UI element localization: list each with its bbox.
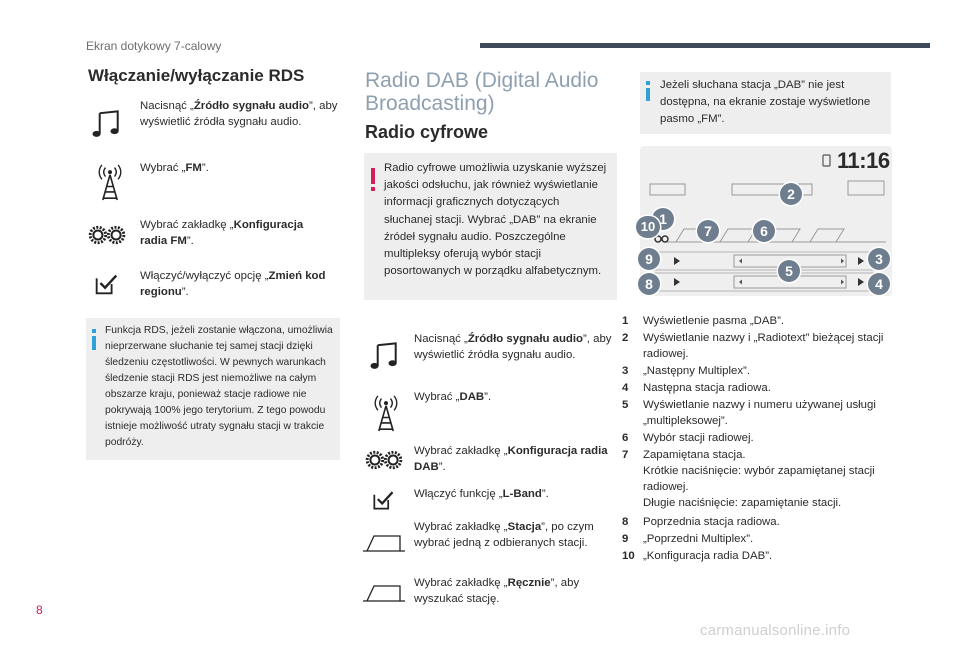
info-icon-bar xyxy=(646,88,650,101)
rds-step-4: Włączyć/wyłączyć opcję „Zmień kod region… xyxy=(140,270,326,298)
settings-gears-icon xyxy=(87,221,127,249)
callout-2: 2 xyxy=(780,183,802,205)
dab-warning-box xyxy=(364,153,617,300)
callout-7: 7 xyxy=(697,220,719,242)
callout-10: 10 xyxy=(636,216,660,238)
dab-step-3: Wybrać zakładkę „Konfiguracja radia DAB”… xyxy=(414,445,608,473)
rds-step-1: Nacisnąć „Źródło sygnału audio”, aby wyś… xyxy=(140,100,338,128)
screen-clock: 11:16 xyxy=(837,148,890,173)
warning-icon xyxy=(371,168,375,184)
radio-antenna-icon xyxy=(368,393,404,433)
music-note-icon xyxy=(88,106,124,142)
callout-8: 8 xyxy=(638,273,660,295)
settings-gears-icon xyxy=(364,446,404,474)
rds-step-3: Wybrać zakładkę „Konfiguracja radia FM”. xyxy=(140,219,304,247)
dab-step-4: Włączyć funkcję „L-Band”. xyxy=(414,488,549,500)
dab-title: Radio DAB (Digital Audio Broadcasting) xyxy=(365,69,599,115)
page-number: 8 xyxy=(36,603,43,617)
tab-icon xyxy=(362,533,406,553)
checkbox-icon xyxy=(370,487,396,513)
rds-title: Włączanie/wyłączanie RDS xyxy=(88,66,305,85)
info-icon xyxy=(646,81,650,85)
tab-icon xyxy=(362,583,406,603)
callout-9: 9 xyxy=(638,248,660,270)
rds-info-box xyxy=(86,318,340,460)
rds-step-2: Wybrać „FM”. xyxy=(140,162,209,174)
info-icon xyxy=(92,329,96,333)
col3-info-text: Jeżeli słuchana stacja „DAB” nie jest do… xyxy=(660,79,871,125)
warning-icon-dot xyxy=(371,187,375,191)
info-icon-bar xyxy=(92,336,96,350)
header-bar xyxy=(480,43,930,48)
dab-subtitle: Radio cyfrowe xyxy=(365,122,489,142)
music-note-icon xyxy=(366,338,402,374)
radio-antenna-icon xyxy=(92,162,128,202)
dab-step-2: Wybrać „DAB”. xyxy=(414,391,492,403)
dab-step-6: Wybrać zakładkę „Ręcznie”, aby wyszukać … xyxy=(414,577,580,605)
checkbox-icon xyxy=(92,270,120,298)
section-label: Ekran dotykowy 7-calowy xyxy=(86,39,222,53)
col3-info-box xyxy=(640,72,891,134)
callout-3: 3 xyxy=(868,248,890,270)
dab-step-1: Nacisnąć „Źródło sygnału audio”, aby wyś… xyxy=(414,333,612,361)
dab-step-5: Wybrać zakładkę „Stacja”, po czym wybrać… xyxy=(414,521,594,549)
dab-warning-text: Radio cyfrowe umożliwia uzyskanie wyższe… xyxy=(384,162,607,278)
callout-5: 5 xyxy=(778,260,800,282)
watermark: carmanualsonline.info xyxy=(700,622,851,639)
callout-4: 4 xyxy=(868,273,890,295)
callout-6: 6 xyxy=(753,220,775,242)
rds-info-text: Funkcja RDS, jeżeli zostanie włączona, u… xyxy=(105,325,333,448)
